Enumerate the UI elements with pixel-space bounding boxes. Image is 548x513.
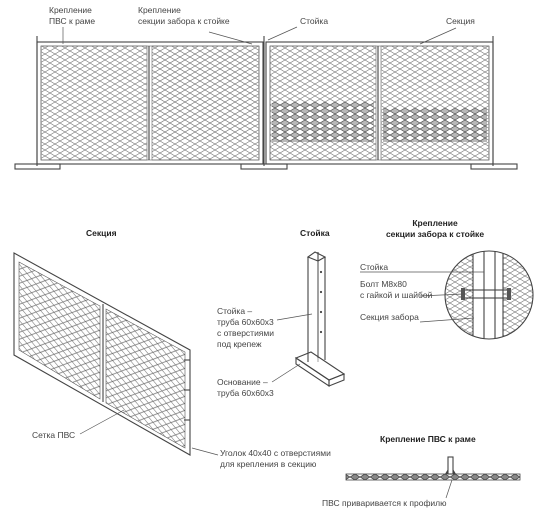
- mount-section-label: Секция забора: [360, 312, 419, 322]
- corner-label-1: Уголок 40x40 с отверстиями: [220, 448, 331, 458]
- pvs-mount-label-1: Крепление: [49, 5, 92, 15]
- section-mount-label-2: секции забора к стойке: [138, 16, 230, 26]
- mesh-label: Сетка ПВС: [32, 430, 75, 440]
- post-perspective: [271, 251, 346, 388]
- section-label: Секция: [446, 16, 475, 26]
- pvs-weld-detail: [345, 456, 521, 499]
- pvs-mount-label-2: ПВС к раме: [49, 16, 95, 26]
- section-perspective: [13, 252, 219, 456]
- bolt-label-2: с гайкой и шайбой: [360, 290, 433, 300]
- base-desc-2: труба 60x60x3: [217, 388, 274, 398]
- post-desc-2: труба 60x60x3: [217, 317, 274, 327]
- mount-detail-circle: [360, 250, 534, 340]
- section-title: Секция: [86, 228, 117, 238]
- post-desc-4: под крепеж: [217, 339, 262, 349]
- mount-title-1: Крепление: [412, 218, 458, 228]
- mount-title-2: секции забора к стойке: [386, 229, 484, 239]
- mount-post-label: Стойка: [360, 262, 388, 272]
- post-desc-1: Стойка –: [217, 306, 252, 316]
- fence-front-view: [14, 26, 518, 170]
- post-label: Стойка: [300, 16, 328, 26]
- pvs-mount-title: Крепление ПВС к раме: [380, 434, 476, 444]
- bolt-label-1: Болт М8x80: [360, 279, 407, 289]
- section-mount-label-1: Крепление: [138, 5, 181, 15]
- post-desc-3: с отверстиями: [217, 328, 274, 338]
- base-desc-1: Основание –: [217, 377, 268, 387]
- corner-label-2: для крепления в секцию: [220, 459, 317, 469]
- post-title: Стойка: [300, 228, 330, 238]
- weld-label: ПВС приваривается к профилю: [322, 498, 447, 508]
